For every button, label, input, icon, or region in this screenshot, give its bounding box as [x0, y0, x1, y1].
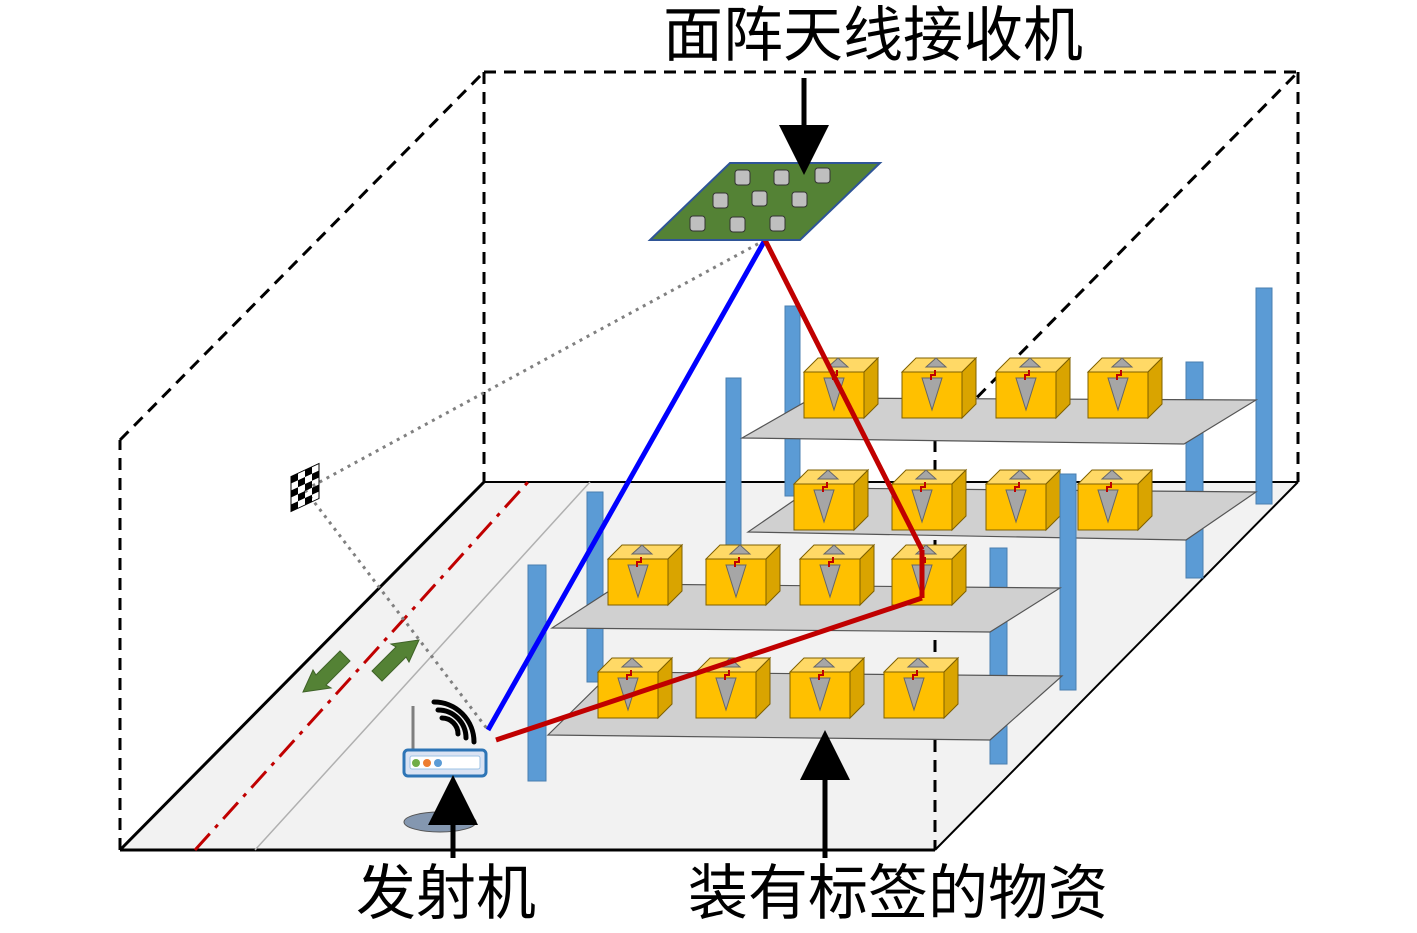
reflected-path-return [495, 595, 923, 743]
receiver-label: 面阵天线接收机 [663, 1, 1083, 71]
wifi-signal-icon [431, 699, 477, 745]
tagged-goods-label: 装有标签的物资 [688, 859, 1108, 929]
rack-pillar [725, 377, 742, 569]
aisle-edge-line [254, 481, 591, 851]
line-of-sight-path [485, 238, 768, 732]
rack-pillar [1185, 361, 1204, 579]
cargo-box-icon [1086, 356, 1164, 420]
rack-pillar [1059, 473, 1077, 691]
cargo-box-icon [900, 356, 978, 420]
floor-left-edge [118, 480, 486, 852]
cargo-box-icon [882, 656, 960, 720]
mirror-path-b [303, 489, 490, 731]
move-arrow-up-right-icon [371, 639, 420, 682]
cargo-box-icon [984, 468, 1062, 532]
cargo-box-icon [792, 468, 870, 532]
rack-pillar [1255, 287, 1273, 505]
floor-right-edge [934, 481, 1299, 851]
rack-pillar [784, 305, 801, 497]
checkerboard-marker-icon [290, 462, 320, 513]
planar-antenna-array-icon [647, 162, 883, 241]
cargo-box-icon [994, 356, 1072, 420]
cargo-box-icon [798, 543, 876, 607]
rack-pillar [586, 491, 604, 683]
cargo-box-icon [890, 468, 968, 532]
reflected-path-up [762, 238, 925, 552]
transmitter-label: 发射机 [356, 859, 536, 929]
cargo-box-icon [788, 656, 866, 720]
cargo-box-icon [606, 543, 684, 607]
cargo-box-icon [704, 543, 782, 607]
rack-pillar [527, 564, 547, 782]
move-arrow-down-left-icon [302, 650, 351, 693]
cargo-box-icon [1076, 468, 1154, 532]
cargo-box-icon [890, 543, 968, 607]
cargo-box-icon [596, 656, 674, 720]
